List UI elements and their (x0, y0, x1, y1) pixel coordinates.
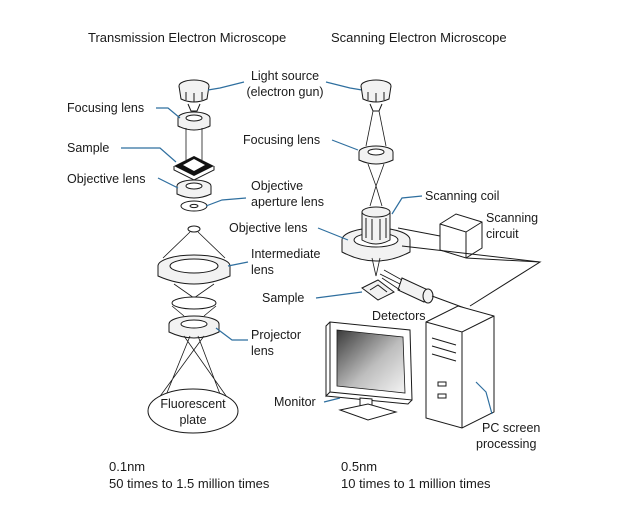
sem-magnification: 10 times to 1 million times (341, 476, 491, 491)
sem-sample-label: Sample (262, 291, 304, 305)
tem-objective-aperture (180, 200, 208, 212)
intermediate-lens-label-1: Intermediate (251, 247, 321, 261)
sem-focusing-lens (358, 145, 394, 165)
light-source-leader-tem (207, 81, 245, 91)
tem-resolution: 0.1nm (109, 459, 145, 474)
light-source-label-1: Light source (251, 69, 319, 83)
tem-column: Fluorescent plate (147, 79, 239, 434)
sem-resolution: 0.5nm (341, 459, 377, 474)
sem-objective-lens-label: Objective lens (229, 221, 308, 235)
tem-objective-lens (176, 179, 212, 199)
detectors-label: Detectors (372, 309, 426, 323)
tem-projector-lens (168, 315, 220, 339)
sem-focusing-lens-label: Focusing lens (243, 133, 320, 147)
sem-leader-lines (315, 139, 493, 415)
projector-lens-label-1: Projector (251, 328, 301, 342)
objective-aperture-label-1: Objective (251, 179, 303, 193)
fluorescent-plate-label-1: Fluorescent (160, 397, 226, 411)
tem-focusing-lens-label: Focusing lens (67, 101, 144, 115)
monitor-label: Monitor (274, 395, 316, 409)
sem-sample (361, 279, 395, 301)
tem-fluorescent-plate (147, 388, 239, 434)
objective-aperture-label-2: aperture lens (251, 195, 324, 209)
scanning-circuit-label-2: circuit (486, 227, 519, 241)
pc-label-1: PC screen (482, 421, 540, 435)
sem-column (341, 79, 434, 304)
tem-title: Transmission Electron Microscope (88, 30, 286, 45)
tem-sample (173, 156, 215, 181)
sem-detector (379, 269, 434, 304)
sem-electron-gun (360, 79, 392, 112)
projector-lens-label-2: lens (251, 344, 274, 358)
tem-intermediate-lens (157, 254, 231, 285)
scanning-coil-label: Scanning coil (425, 189, 499, 203)
sem-scanning-coil (361, 206, 391, 245)
light-source-label-2: (electron gun) (246, 85, 323, 99)
tem-objective-lens-label: Objective lens (67, 172, 146, 186)
sem-title: Scanning Electron Microscope (331, 30, 507, 45)
tem-magnification: 50 times to 1.5 million times (109, 476, 270, 491)
tem-sample-label: Sample (67, 141, 109, 155)
light-source-leader-sem (325, 81, 363, 91)
tem-electron-gun (178, 79, 210, 112)
tem-leader-lines (121, 107, 249, 341)
intermediate-lens-label-2: lens (251, 263, 274, 277)
tem-focusing-lens (177, 111, 211, 131)
scanning-circuit-label-1: Scanning (486, 211, 538, 225)
monitor (325, 321, 413, 421)
pc-tower (425, 305, 495, 429)
fluorescent-plate-label-2: plate (179, 413, 206, 427)
scanning-circuit-box (439, 213, 483, 259)
pc-label-2: processing (476, 437, 536, 451)
objective-aperture-leader (205, 197, 247, 207)
